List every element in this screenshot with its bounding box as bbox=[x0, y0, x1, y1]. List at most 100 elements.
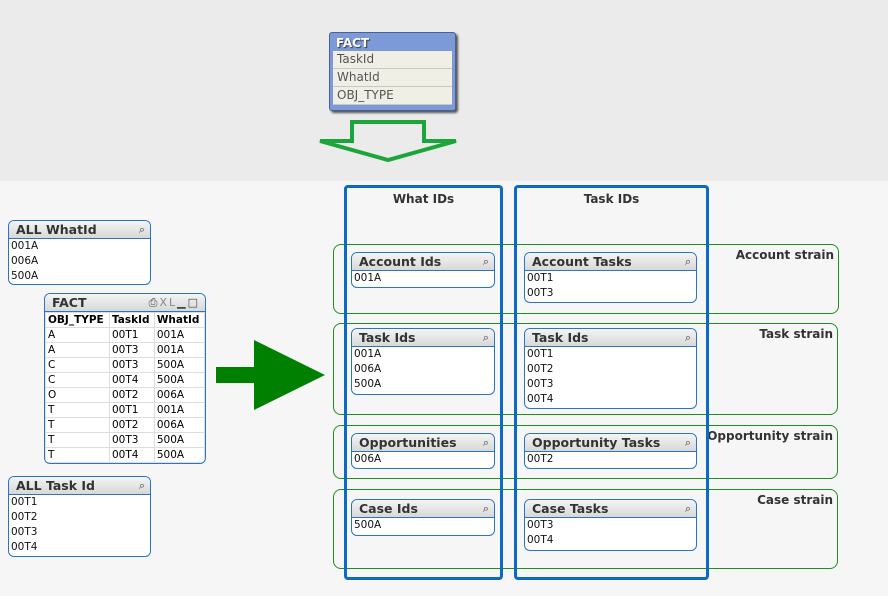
list-item[interactable]: 500A bbox=[354, 519, 382, 531]
right-arrow-icon bbox=[216, 340, 325, 410]
model-table-fact[interactable]: FACT TaskId WhatId OBJ_TYPE bbox=[329, 32, 456, 111]
search-icon[interactable]: ⌕ bbox=[482, 331, 489, 344]
list-item[interactable]: 00T2 bbox=[527, 453, 554, 465]
list-item[interactable]: 006A bbox=[354, 453, 382, 465]
table-cell[interactable]: 500A bbox=[153, 357, 205, 373]
list-item[interactable]: 00T1 bbox=[527, 348, 554, 360]
table-title-text: FACT bbox=[52, 295, 87, 310]
list-item[interactable]: 00T1 bbox=[11, 496, 38, 508]
search-icon[interactable]: ⌕ bbox=[482, 255, 489, 268]
all-taskid-listbox[interactable]: ALL Task Id⌕00T1 00T2 00T3 00T4 bbox=[8, 476, 151, 557]
list-item[interactable]: 00T2 bbox=[527, 363, 554, 375]
table-cell[interactable]: 00T3 bbox=[108, 342, 155, 358]
table-cell[interactable]: A bbox=[45, 327, 110, 343]
table-cell[interactable]: 00T2 bbox=[108, 417, 155, 433]
table-cell[interactable]: 00T3 bbox=[108, 432, 155, 448]
listbox-title: ALL Task Id⌕ bbox=[9, 477, 150, 495]
list-item[interactable]: 00T3 bbox=[527, 378, 554, 390]
search-icon[interactable]: ⌕ bbox=[684, 255, 691, 268]
search-icon[interactable]: ⌕ bbox=[684, 436, 691, 449]
list-item[interactable]: 00T4 bbox=[527, 393, 554, 405]
table-cell[interactable]: C bbox=[45, 372, 110, 388]
listbox-title-text: Opportunities bbox=[359, 435, 457, 450]
table-cell[interactable]: 500A bbox=[153, 432, 205, 448]
case-tasks-listbox[interactable]: Case Tasks ⌕ 00T3 00T4 bbox=[524, 499, 697, 551]
column-header[interactable]: TaskId bbox=[108, 312, 155, 328]
listbox-title-text: Account Ids bbox=[359, 254, 442, 269]
list-item[interactable]: 001A bbox=[11, 240, 39, 252]
column-title: Task IDs bbox=[583, 192, 640, 206]
list-item[interactable]: 00T4 bbox=[527, 534, 554, 546]
table-cell[interactable]: 006A bbox=[153, 387, 205, 403]
list-item[interactable]: 00T4 bbox=[11, 541, 38, 553]
search-icon[interactable]: ⌕ bbox=[684, 502, 691, 515]
listbox-title: Account Tasks⌕ bbox=[525, 253, 696, 271]
list-item[interactable]: 001A bbox=[354, 272, 382, 284]
listbox-title-text: Opportunity Tasks bbox=[532, 435, 661, 450]
minimize-icon[interactable]: ▁ bbox=[177, 296, 188, 309]
task-ids-column: Task IDs bbox=[514, 185, 709, 580]
list-item[interactable]: 00T3 bbox=[527, 287, 554, 299]
list-item[interactable]: 00T2 bbox=[11, 511, 38, 523]
account-ids-listbox[interactable]: Account Ids ⌕ 001A bbox=[351, 252, 495, 288]
table-cell[interactable]: 00T3 bbox=[108, 357, 155, 373]
strain-label: Opportunity strain bbox=[707, 429, 833, 443]
column-header[interactable]: WhatId bbox=[153, 312, 205, 328]
model-field: TaskId bbox=[333, 51, 452, 69]
table-cell[interactable]: 00T4 bbox=[108, 447, 155, 463]
maximize-icon[interactable]: □ bbox=[187, 296, 200, 309]
search-icon[interactable]: ⌕ bbox=[684, 331, 691, 344]
listbox-title-text: Case Tasks bbox=[532, 501, 609, 516]
model-table-title: FACT bbox=[336, 36, 370, 50]
case-ids-listbox[interactable]: Case Ids⌕500A bbox=[351, 499, 495, 536]
list-item[interactable]: 006A bbox=[354, 363, 382, 375]
search-icon[interactable]: ⌕ bbox=[482, 502, 489, 515]
table-cell[interactable]: 001A bbox=[153, 342, 205, 358]
column-header[interactable]: OBJ_TYPE bbox=[45, 312, 110, 328]
xl-icon[interactable]: XL bbox=[159, 296, 178, 309]
listbox-title: Account Ids ⌕ bbox=[352, 253, 494, 271]
table-cell[interactable]: T bbox=[45, 447, 110, 463]
list-item[interactable]: 500A bbox=[354, 378, 382, 390]
list-item[interactable]: 006A bbox=[11, 255, 39, 267]
opportunities-listbox[interactable]: Opportunities ⌕ 006A bbox=[351, 433, 495, 469]
table-cell[interactable]: 500A bbox=[153, 447, 205, 463]
table-cell[interactable]: A bbox=[45, 342, 110, 358]
table-cell[interactable]: C bbox=[45, 357, 110, 373]
table-cell[interactable]: 006A bbox=[153, 417, 205, 433]
table-cell[interactable]: 001A bbox=[153, 402, 205, 418]
list-item[interactable]: 00T1 bbox=[527, 272, 554, 284]
search-icon[interactable]: ⌕ bbox=[138, 479, 145, 492]
table-cell[interactable]: 500A bbox=[153, 372, 205, 388]
table-cell[interactable]: O bbox=[45, 387, 110, 403]
print-icon[interactable]: ⎙ bbox=[148, 296, 160, 309]
table-cell[interactable]: 00T1 bbox=[108, 327, 155, 343]
list-item[interactable]: 001A bbox=[354, 348, 382, 360]
opportunity-tasks-listbox[interactable]: Opportunity Tasks ⌕ 00T2 bbox=[524, 433, 697, 469]
table-cell[interactable]: 001A bbox=[153, 327, 205, 343]
table-cell[interactable]: 00T1 bbox=[108, 402, 155, 418]
model-field: WhatId bbox=[333, 69, 452, 87]
table-cell[interactable]: T bbox=[45, 432, 110, 448]
list-item[interactable]: 00T3 bbox=[11, 526, 38, 538]
case-strain-box: Case strain bbox=[333, 489, 838, 569]
account-tasks-listbox[interactable]: Account Tasks⌕00T1 00T3 bbox=[524, 252, 697, 303]
search-icon[interactable]: ⌕ bbox=[138, 223, 145, 236]
table-cell[interactable]: 00T2 bbox=[108, 387, 155, 403]
listbox-title: Case Tasks ⌕ bbox=[525, 500, 696, 518]
list-item[interactable]: 00T3 bbox=[527, 519, 554, 531]
table-cell[interactable]: T bbox=[45, 402, 110, 418]
table-cell[interactable]: T bbox=[45, 417, 110, 433]
list-item[interactable]: 500A bbox=[11, 270, 39, 282]
table-cell[interactable]: 00T4 bbox=[108, 372, 155, 388]
search-icon[interactable]: ⌕ bbox=[482, 436, 489, 449]
